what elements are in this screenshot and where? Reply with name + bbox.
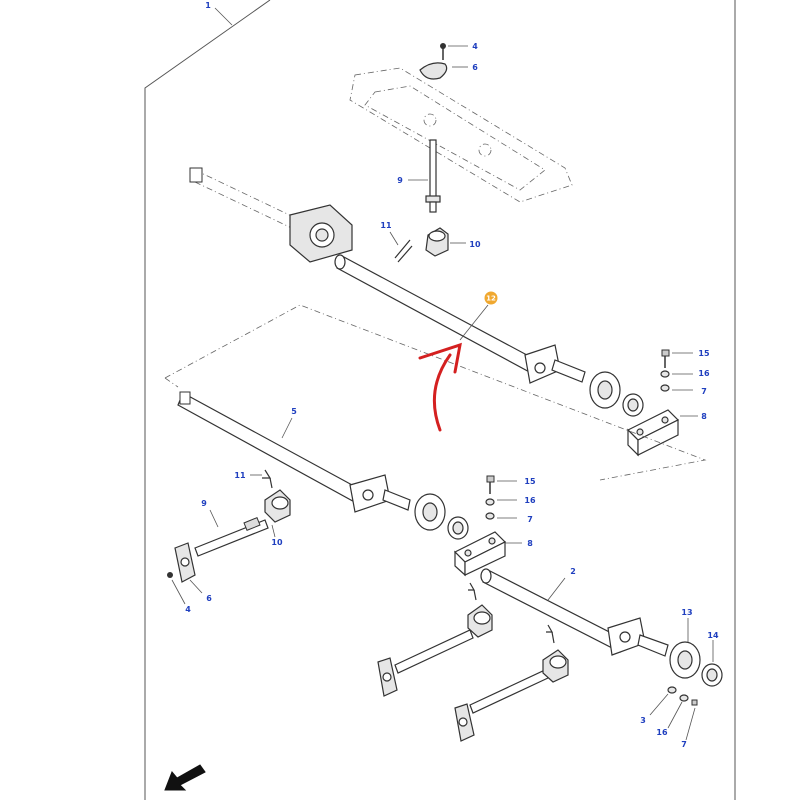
callout-3: 3 [640, 716, 646, 725]
callout-11-top: 11 [380, 221, 392, 230]
diagram-frame [144, 0, 736, 800]
callout-13: 13 [681, 608, 692, 617]
callout-6-left: 6 [206, 594, 212, 603]
lower-linkage-b [454, 624, 569, 742]
left-linkage [167, 469, 291, 605]
shaft-12 [334, 254, 586, 384]
callout-16-top: 16 [698, 369, 710, 378]
callout-7-bottom: 7 [681, 740, 687, 749]
lower-linkage-a [377, 582, 493, 697]
flange-13 [669, 618, 723, 687]
bolts-middle [485, 475, 517, 520]
callout-12: 12 [486, 295, 496, 303]
housing-plate [349, 67, 573, 203]
flange-5 [414, 493, 469, 540]
shaft-2 [480, 568, 669, 657]
callout-9-top: 9 [397, 176, 403, 185]
callout-4-top: 4 [472, 42, 478, 51]
callout-9-left: 9 [201, 499, 207, 508]
assembly-outline-left [164, 377, 179, 388]
callouts: 1 4 6 9 11 10 12 15 16 7 8 5 11 9 10 6 4… [185, 1, 719, 749]
callout-2: 2 [570, 567, 576, 576]
callout-16-bottom: 16 [656, 728, 668, 737]
callout-15-top: 15 [698, 349, 710, 358]
callout-8-top: 8 [701, 412, 707, 421]
callout-4-left: 4 [185, 605, 191, 614]
callout-10-top: 10 [469, 240, 481, 249]
bolts-top-right [660, 349, 693, 392]
callout-5: 5 [291, 407, 297, 416]
callout-8-mid: 8 [527, 539, 533, 548]
callout-7-top: 7 [701, 387, 707, 396]
bolt-top [419, 43, 468, 80]
callout-7-mid: 7 [527, 515, 533, 524]
upper-shaft-phantom [189, 167, 353, 263]
callout-10-left: 10 [271, 538, 283, 547]
clamp-top [626, 409, 698, 457]
callout-1: 1 [205, 1, 211, 10]
bolts-bottom [649, 686, 698, 741]
callout-11-left: 11 [234, 471, 246, 480]
callout-15-mid: 15 [524, 477, 536, 486]
clamp-middle [453, 531, 522, 577]
callout-14: 14 [707, 631, 719, 640]
callout-16-mid: 16 [524, 496, 536, 505]
flange-12 [589, 371, 644, 417]
callout-12-badge: 12 [484, 291, 498, 305]
red-curved-arrow-icon [418, 342, 462, 432]
pin-top [389, 139, 466, 263]
arrow-down-left-icon [164, 764, 206, 791]
callout-6-top: 6 [472, 63, 478, 72]
assembly-outline [164, 304, 707, 481]
shaft-5 [177, 391, 411, 513]
